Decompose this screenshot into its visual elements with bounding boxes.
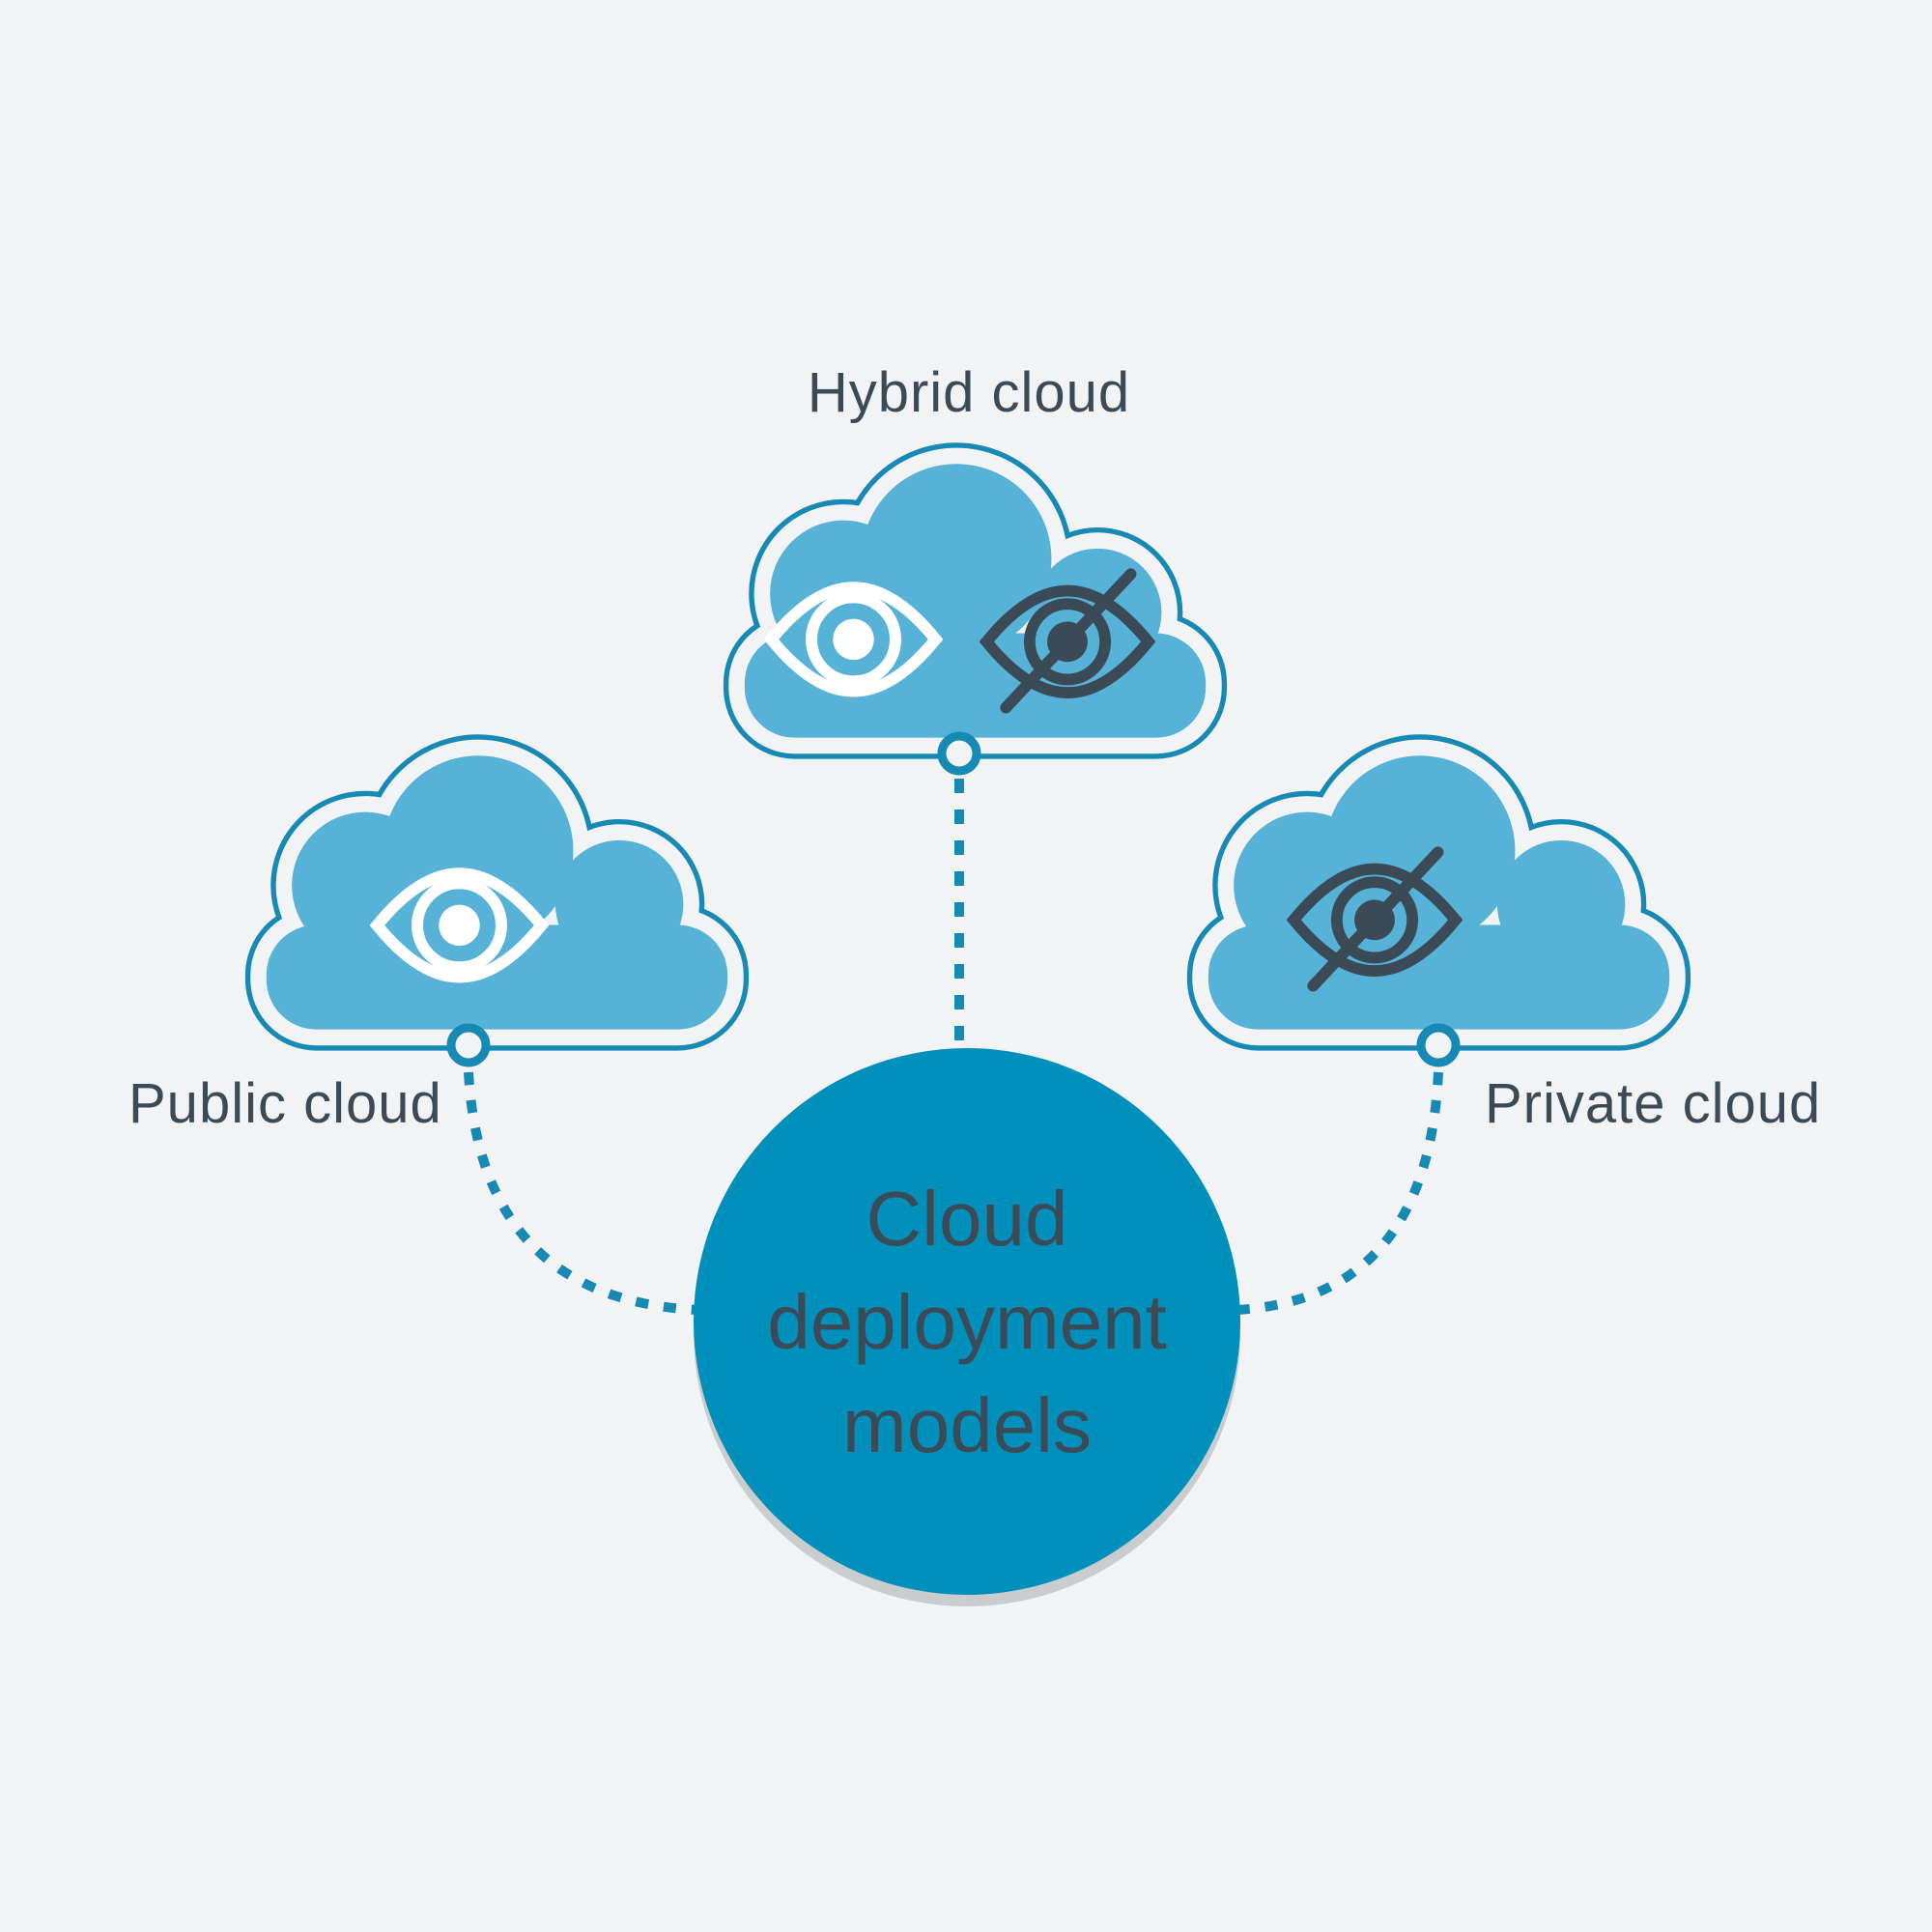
label-hybrid-cloud: Hybrid cloud <box>807 361 1131 424</box>
eye-crossed-icon <box>980 568 1155 714</box>
label-private-cloud: Private cloud <box>1485 1072 1822 1135</box>
connector-node <box>446 1023 491 1067</box>
eye-crossed-icon <box>1287 846 1463 992</box>
center-title-line-2: deployment <box>767 1278 1167 1365</box>
center-title-line-3: models <box>842 1381 1092 1468</box>
label-public-cloud: Public cloud <box>128 1072 442 1135</box>
connector-node <box>1416 1023 1461 1067</box>
eye-open-icon <box>370 867 549 983</box>
public-connector-arc <box>464 1071 698 1315</box>
private-connector-arc <box>1236 1071 1443 1315</box>
eye-open-icon <box>764 582 943 697</box>
connector-node <box>937 731 981 776</box>
center-circle: Cloud deployment models <box>694 1048 1240 1595</box>
center-title-line-1: Cloud <box>866 1175 1068 1262</box>
